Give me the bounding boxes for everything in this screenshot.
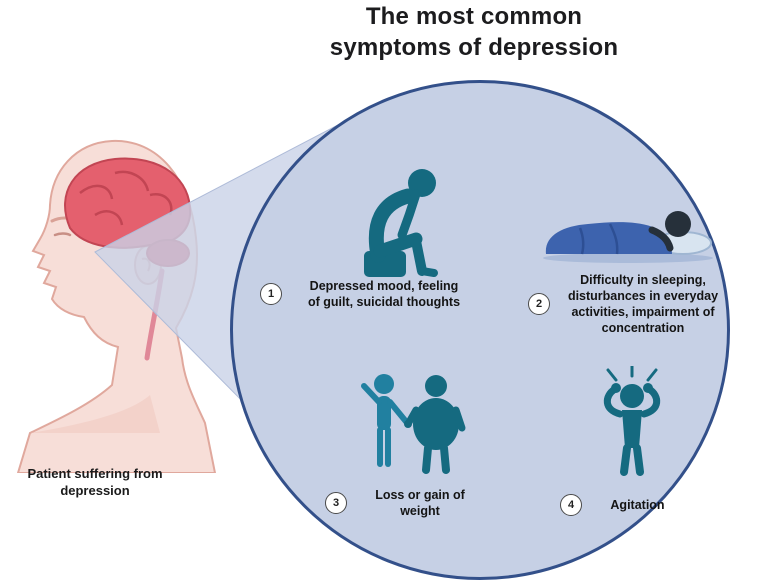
sleeping-person-icon (543, 211, 713, 263)
weight-change-icon (361, 374, 466, 474)
magnifier-circle (230, 80, 730, 580)
symptom-number-badge: 1 (260, 283, 282, 305)
page-title: The most common symptoms of depression (329, 3, 619, 61)
symptom-label: Loss or gain of weight (375, 488, 465, 518)
symptom-number-badge: 2 (528, 293, 550, 315)
agitated-person-icon (603, 366, 661, 476)
symptom-label: Depressed mood, feeling of guilt, suicid… (307, 279, 461, 309)
patient-caption: Patient suffering from depression (27, 466, 163, 498)
symptom-item-1: 1 Depressed mood, feeling of guilt, suic… (260, 278, 478, 310)
symptom-item-4: 4 Agitation (560, 494, 685, 516)
symptom-item-2: 2 Difficulty in sleeping, disturbances i… (528, 272, 728, 336)
depressed-person-icon (364, 169, 438, 277)
symptom-number-badge: 4 (560, 494, 582, 516)
symptom-item-3: 3 Loss or gain of weight (325, 487, 485, 519)
symptom-number-badge: 3 (325, 492, 347, 514)
symptom-label: Agitation (610, 498, 665, 512)
symptom-label: Difficulty in sleeping, disturbances in … (567, 273, 719, 335)
